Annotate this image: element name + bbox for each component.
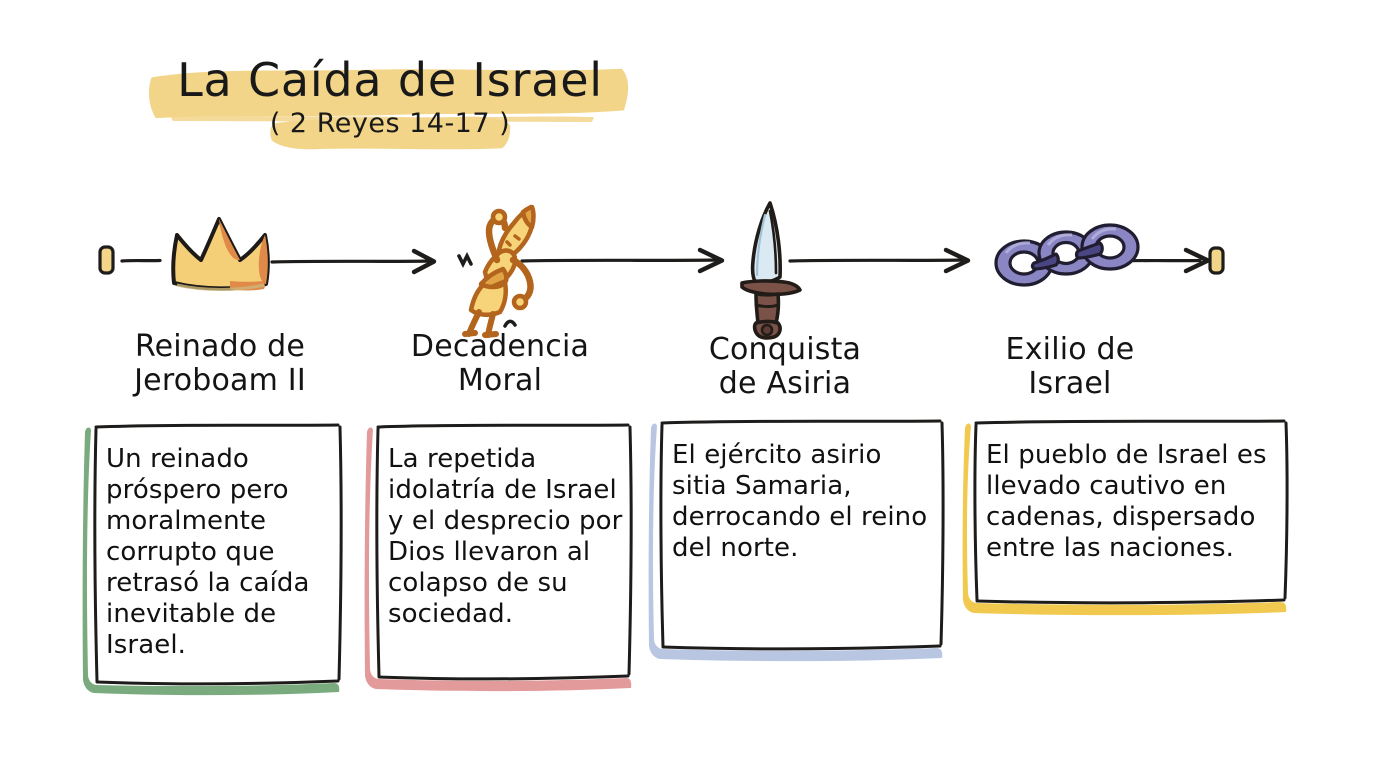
page-title: La Caída de Israel xyxy=(177,53,603,107)
card-text: Un reinado próspero pero moralmente corr… xyxy=(106,444,310,660)
crown-icon xyxy=(160,205,280,309)
detail-card-conquista-asiria[interactable]: El ejército asirio sitia Samaria, derroc… xyxy=(648,419,948,662)
subtitle-wrap: ( 2 Reyes 14-17 ) xyxy=(177,107,603,149)
card-text: El pueblo de Israel es llevado cautivo e… xyxy=(986,440,1267,563)
timeline-start-cap xyxy=(98,245,115,275)
title-wrap: La Caída de Israel ( 2 Reyes 14-17 ) xyxy=(149,52,629,149)
timeline-node-reinado-jeroboam[interactable]: Reinado de Jeroboam II xyxy=(95,205,345,405)
detail-card-reinado-jeroboam[interactable]: Un reinado próspero pero moralmente corr… xyxy=(82,423,346,696)
subtitle-highlight-stroke xyxy=(270,116,511,149)
card-surface xyxy=(975,420,1285,600)
timeline-node-label: Conquista de Asiria xyxy=(708,332,862,401)
card-outline xyxy=(375,423,633,681)
timeline-track xyxy=(98,245,1225,275)
falling-person-icon xyxy=(435,198,565,342)
timeline-node-conquista-asiria[interactable]: Conquista de Asiria xyxy=(660,195,910,410)
detail-card-decadencia-moral[interactable]: La repetida idolatría de Israel y el des… xyxy=(364,423,636,692)
card-outline xyxy=(93,423,343,686)
timeline-node-decadencia-moral[interactable]: Decadencia Moral xyxy=(375,198,625,408)
timeline-node-label: Exilio de Israel xyxy=(1005,332,1135,401)
card-outline xyxy=(973,419,1289,605)
card-text: La repetida idolatría de Israel y el des… xyxy=(388,444,623,629)
page-subtitle: ( 2 Reyes 14-17 ) xyxy=(269,107,511,139)
card-surface xyxy=(377,424,629,676)
card-surface xyxy=(661,420,941,646)
timeline-node-label: Reinado de Jeroboam II xyxy=(134,329,306,398)
timeline-end-cap xyxy=(1208,246,1225,275)
card-outline xyxy=(659,419,945,651)
dagger-icon xyxy=(722,195,832,344)
card-surface xyxy=(95,424,339,682)
card-text: El ejército asirio sitia Samaria, derroc… xyxy=(672,440,928,563)
timeline-node-exilio-israel[interactable]: Exilio de Israel xyxy=(930,205,1210,405)
detail-card-exilio-israel[interactable]: El pueblo de Israel es llevado cautivo e… xyxy=(962,419,1292,616)
chain-icon xyxy=(990,215,1150,299)
timeline-node-label: Decadencia Moral xyxy=(410,329,590,398)
title-block: La Caída de Israel ( 2 Reyes 14-17 ) xyxy=(0,52,780,149)
